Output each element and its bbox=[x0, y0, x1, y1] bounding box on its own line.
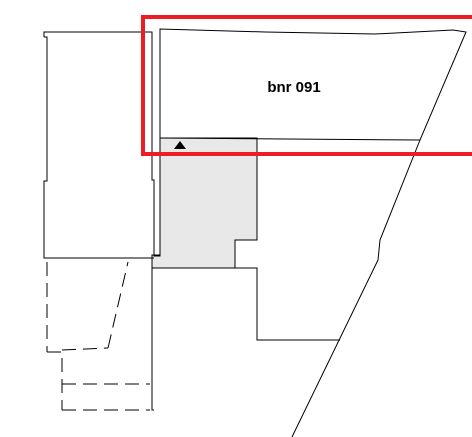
dashed-boundaries bbox=[46, 261, 150, 411]
parcel-boundary-right bbox=[291, 139, 421, 437]
selected-parcel[interactable] bbox=[151, 137, 258, 269]
parcel-boundary-left-west bbox=[43, 36, 154, 259]
triangle-up-icon bbox=[174, 141, 186, 149]
parcel-boundary-south bbox=[151, 268, 154, 411]
parcel-boundary-middle bbox=[235, 267, 340, 341]
highlight-frame bbox=[141, 15, 472, 156]
parcel-label: bnr 091 bbox=[267, 79, 320, 96]
parcel-boundary-left bbox=[43, 31, 161, 257]
parcel-bnr-091-boundary bbox=[159, 28, 467, 141]
